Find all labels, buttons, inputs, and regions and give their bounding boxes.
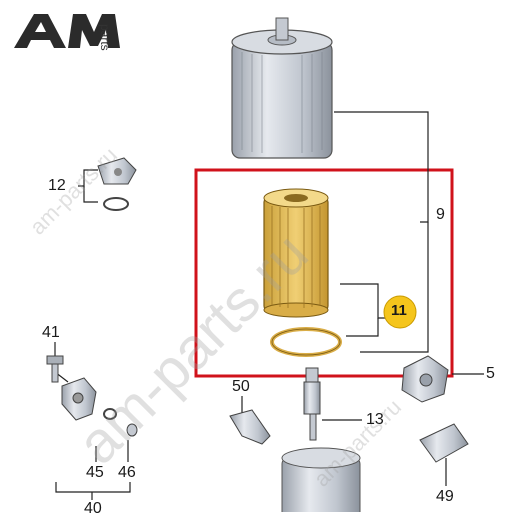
callout-40: 40 <box>84 500 102 517</box>
sensor-49 <box>419 423 469 463</box>
logo-mark <box>14 14 120 48</box>
filter-element <box>263 188 329 318</box>
oil-pressure-switch-12 <box>97 157 137 211</box>
oil-filter-housing <box>231 17 333 159</box>
callout-badge-11 <box>383 295 417 329</box>
sensor-bracket-40 <box>61 377 138 437</box>
oil-filter-bracket-bottom <box>281 447 361 512</box>
sensor-50 <box>229 409 271 445</box>
leader-lines <box>54 111 484 500</box>
callout-46: 46 <box>118 464 136 481</box>
drain-plug-13 <box>303 367 321 441</box>
callout-11: 11 <box>391 302 407 319</box>
highlight-frame <box>194 168 454 378</box>
callout-9: 9 <box>436 206 445 223</box>
callout-49: 49 <box>436 488 454 505</box>
callout-12: 12 <box>48 177 66 194</box>
sensor-5 <box>401 355 449 403</box>
callout-45: 45 <box>86 464 104 481</box>
callout-13: 13 <box>366 411 384 428</box>
logo-subtext: parts <box>98 24 112 51</box>
bolt-41 <box>46 355 64 383</box>
callout-41: 41 <box>42 324 60 341</box>
logo-text: AM <box>14 8 78 58</box>
callout-50: 50 <box>232 378 250 395</box>
callout-5: 5 <box>486 365 495 382</box>
